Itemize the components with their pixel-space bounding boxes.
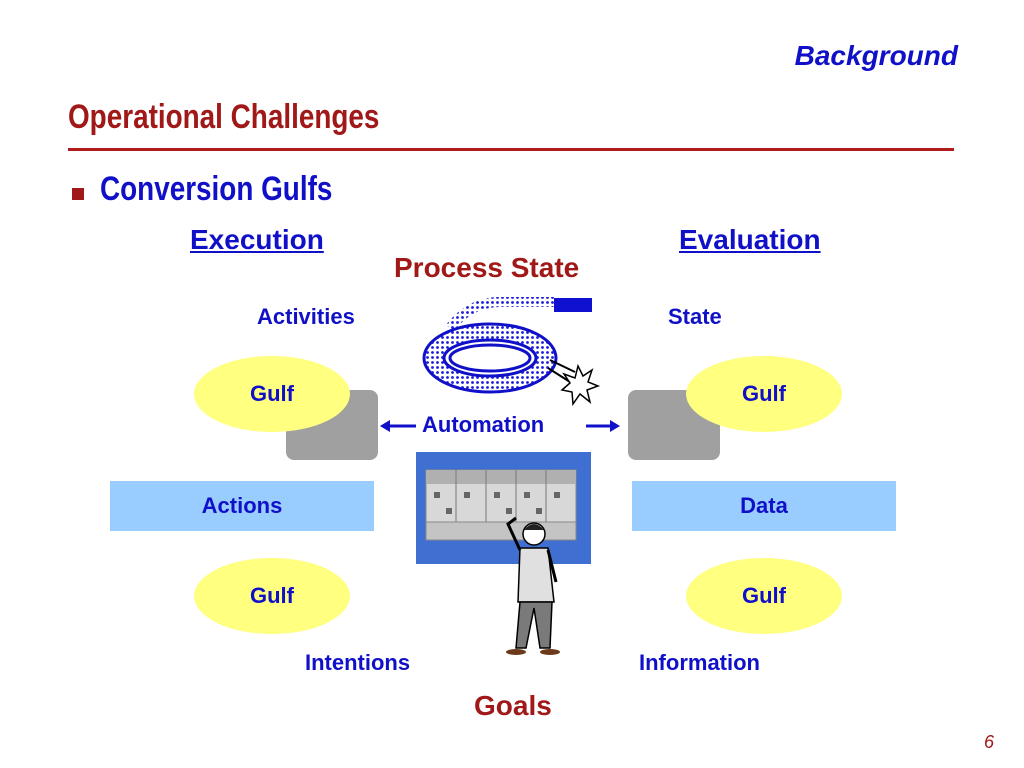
gulf-evaluation-lower: Gulf xyxy=(686,558,842,634)
bullet-marker xyxy=(72,188,84,200)
data-band: Data xyxy=(632,481,896,531)
information-label: Information xyxy=(639,650,760,675)
process-loop-illustration xyxy=(422,297,601,407)
control-room-operator-illustration xyxy=(416,452,591,655)
activities-label: Activities xyxy=(257,304,355,329)
execution-heading: Execution xyxy=(190,224,324,255)
section-tag: Background xyxy=(794,40,958,71)
slide-title: Operational Challenges xyxy=(68,98,380,136)
evaluation-heading: Evaluation xyxy=(679,224,821,255)
actions-band: Actions xyxy=(110,481,374,531)
intentions-label: Intentions xyxy=(305,650,411,675)
automation-arrows xyxy=(380,420,620,432)
goals-label: Goals xyxy=(474,690,552,721)
bullet-text: Conversion Gulfs xyxy=(100,170,333,208)
gulf-execution-lower: Gulf xyxy=(194,558,350,634)
process-state-label: Process State xyxy=(394,252,580,283)
automation-label: Automation xyxy=(422,412,545,437)
title-divider xyxy=(68,148,954,151)
gulf-evaluation-upper: Gulf xyxy=(686,356,842,432)
page-number: 6 xyxy=(983,732,994,752)
valve-block xyxy=(554,298,592,312)
state-label: State xyxy=(668,304,722,329)
gulf-execution-upper: Gulf xyxy=(194,356,350,432)
